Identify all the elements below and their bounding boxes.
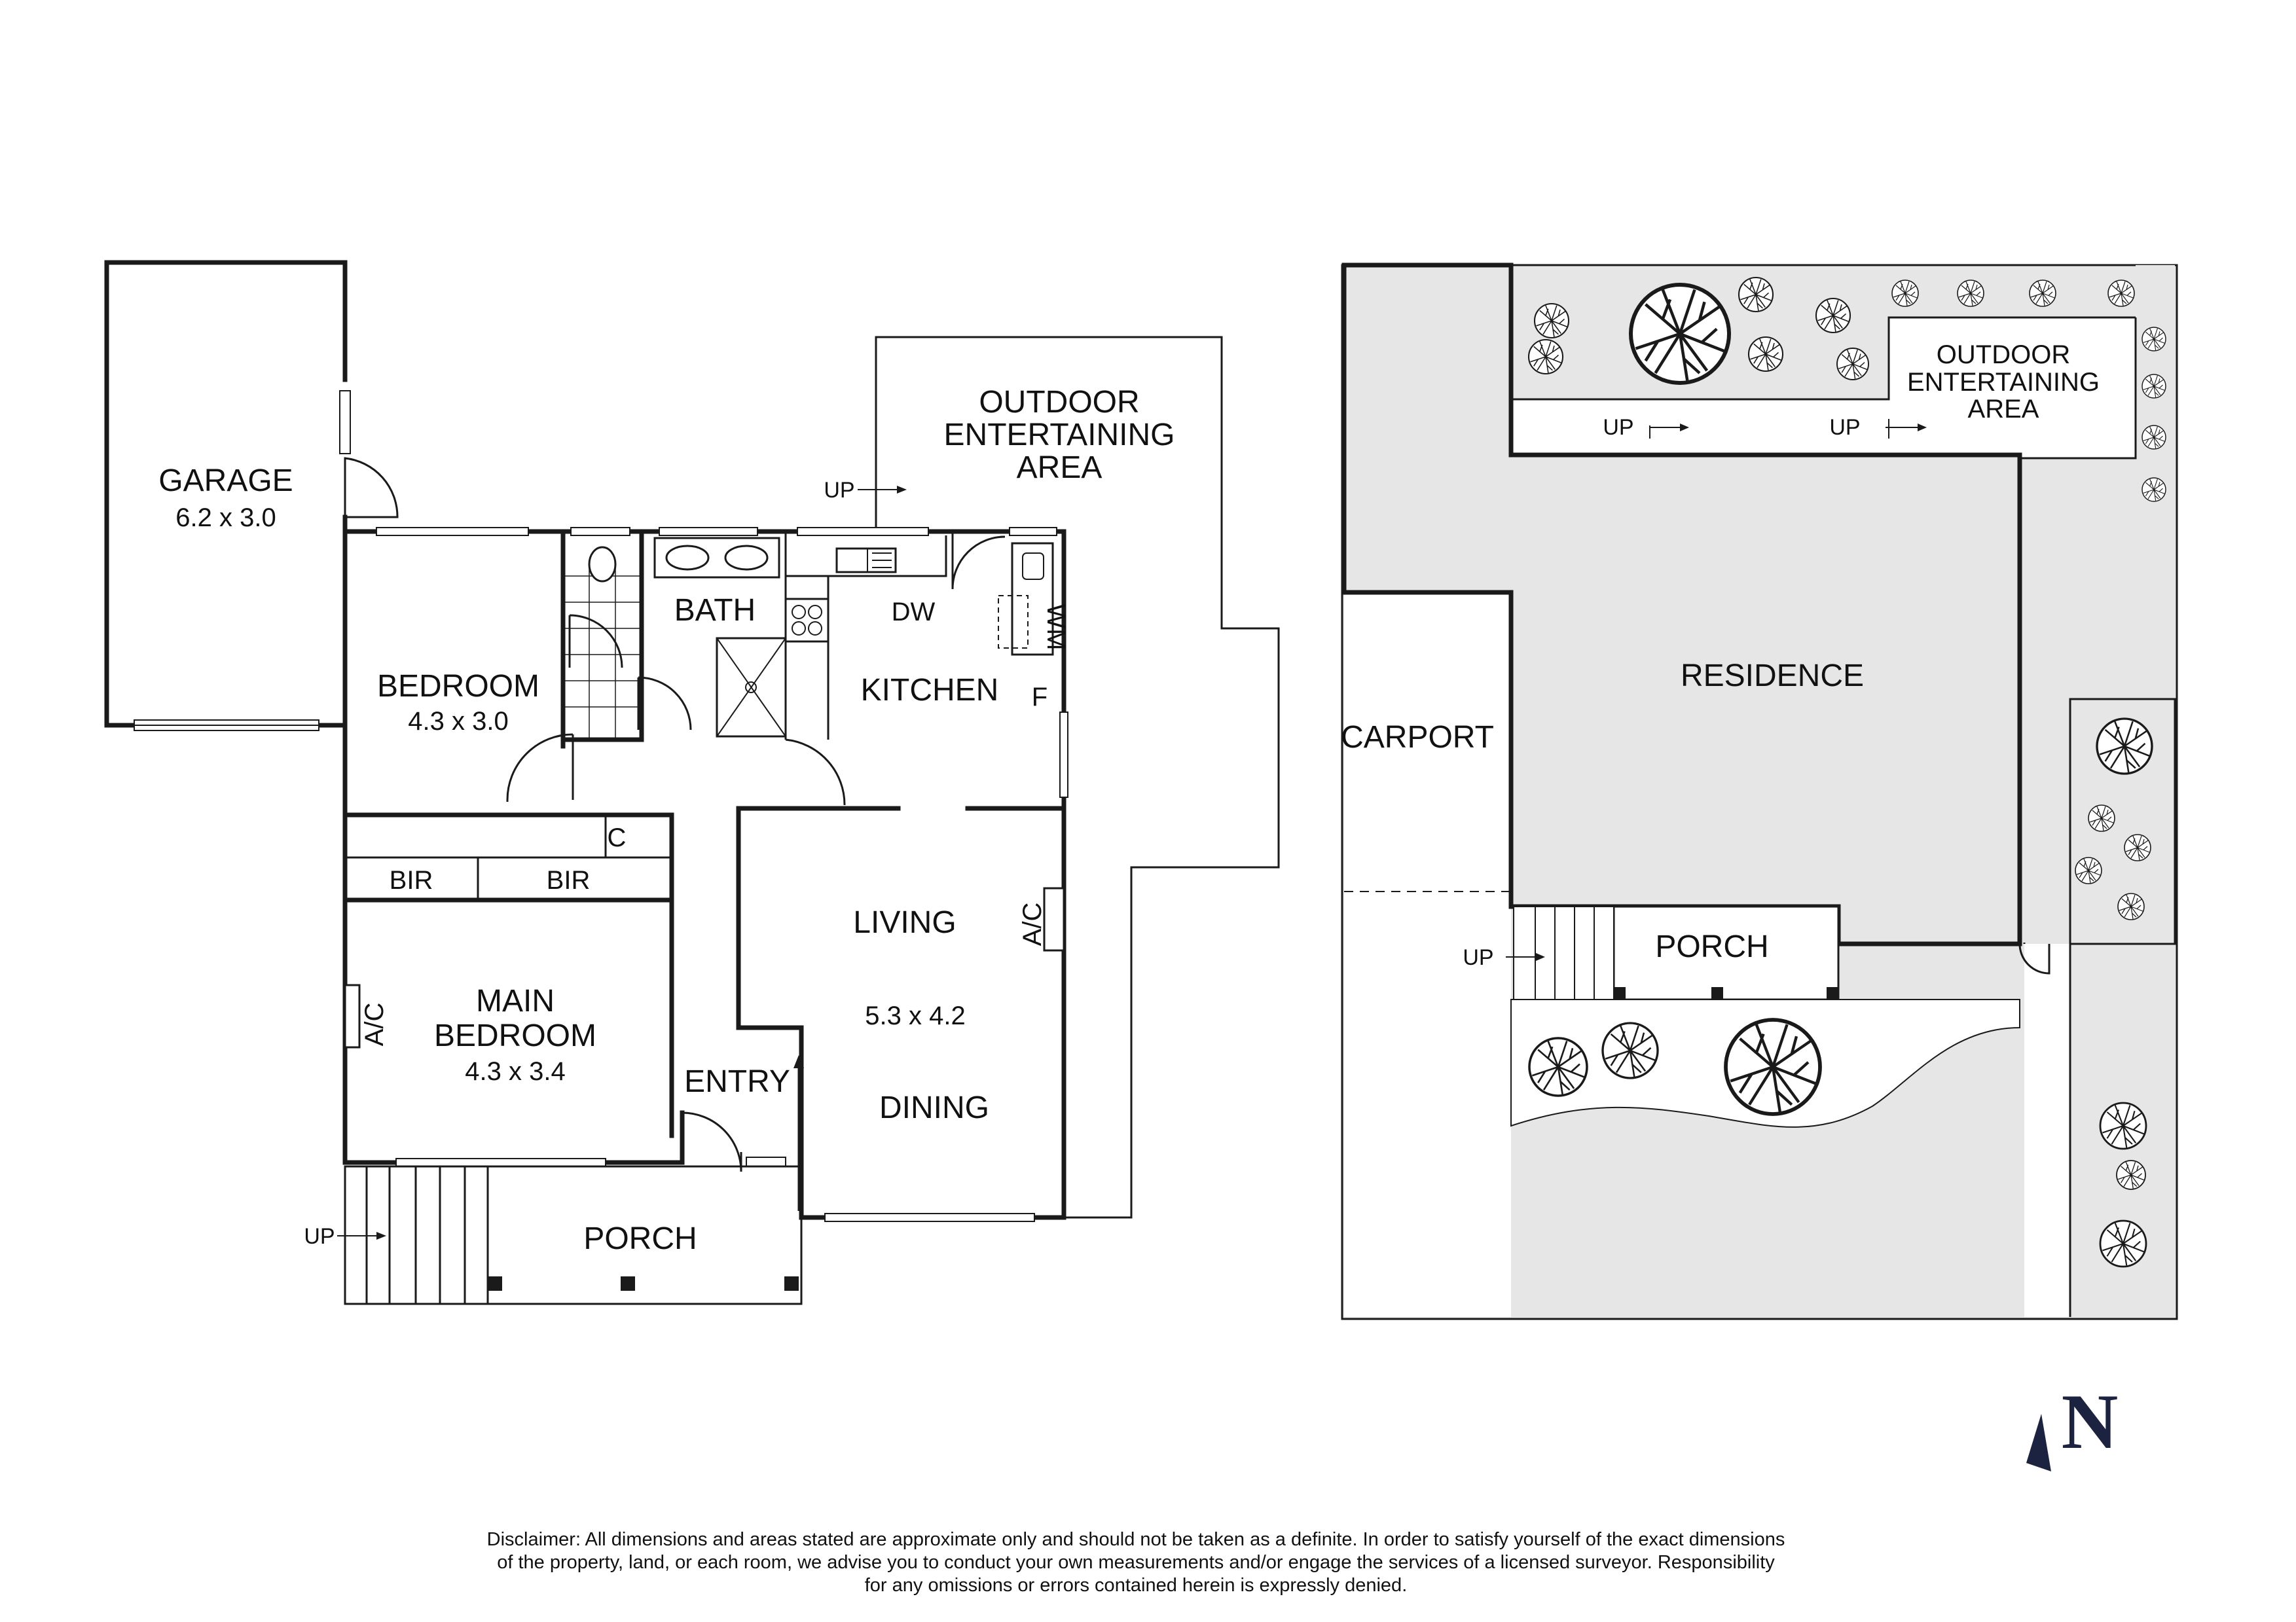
site-up-label-1: UP xyxy=(1603,415,1633,440)
dining-label: DINING xyxy=(879,1090,989,1125)
fridge-label: F xyxy=(1032,683,1048,712)
garage-size: 6.2 x 3.0 xyxy=(175,503,276,532)
outdoor-label-1: OUTDOOR xyxy=(979,385,1139,420)
porch-label: PORCH xyxy=(583,1221,697,1256)
disclaimer: Disclaimer: All dimensions and areas sta… xyxy=(367,1528,1905,1597)
site-porch-label: PORCH xyxy=(1655,929,1768,964)
garage-side-window xyxy=(339,390,351,454)
main-bedroom-size: 4.3 x 3.4 xyxy=(465,1057,565,1086)
residence-label: RESIDENCE xyxy=(1681,658,1864,693)
washing-machine-label: WM xyxy=(1042,604,1070,650)
ac-living-label: A/C xyxy=(1018,903,1047,946)
north-label: N xyxy=(2062,1378,2119,1465)
site-up-label-3: UP xyxy=(1463,945,1493,970)
bedroom-size: 4.3 x 3.0 xyxy=(408,707,508,736)
bath-label: BATH xyxy=(674,593,756,628)
bir-label-2: BIR xyxy=(547,866,591,895)
carport-area xyxy=(1344,592,1511,1317)
living-size: 5.3 x 4.2 xyxy=(865,1001,965,1030)
ac-main-label: A/C xyxy=(360,1003,389,1047)
garage-walls xyxy=(104,260,348,728)
porch-deck xyxy=(344,1165,803,1305)
up-label-porch: UP xyxy=(304,1224,335,1249)
site-plan: RESIDENCE CARPORT PORCH OUTDOOR ENTERTAI… xyxy=(1341,262,2178,1320)
north-arrow-icon: N xyxy=(2026,1378,2118,1471)
outdoor-label-2: ENTERTAINING xyxy=(944,418,1175,452)
bir-label-1: BIR xyxy=(390,866,433,895)
up-label-outdoor: UP xyxy=(824,478,854,503)
disclaimer-line-1: Disclaimer: All dimensions and areas sta… xyxy=(486,1529,1785,1550)
garage-label: GARAGE xyxy=(158,463,293,498)
site-outdoor-label-2: ENTERTAINING xyxy=(1907,368,2100,397)
outdoor-area-outline xyxy=(875,336,1280,1219)
disclaimer-line-3: for any omissions or errors contained he… xyxy=(864,1575,1408,1596)
side-path-upper xyxy=(2136,265,2175,317)
bedroom-label: BEDROOM xyxy=(377,669,539,704)
living-label: LIVING xyxy=(853,905,956,940)
entry-label: ENTRY xyxy=(684,1064,790,1099)
kitchen-label: KITCHEN xyxy=(861,673,999,708)
site-outdoor-label-1: OUTDOOR xyxy=(1937,340,2070,369)
cupboard-label: C xyxy=(608,823,627,852)
disclaimer-line-2: of the property, land, or each room, we … xyxy=(497,1552,1775,1573)
side-path xyxy=(2024,944,2070,1317)
floor-plan: GARAGE 6.2 x 3.0 BEDROOM 4.3 x 3.0 BATH … xyxy=(104,260,1280,1305)
site-outdoor-label-3: AREA xyxy=(1968,395,2039,424)
main-bedroom-label: MAIN xyxy=(476,984,555,1018)
carport-label: CARPORT xyxy=(1341,720,1494,755)
site-up-label-2: UP xyxy=(1829,415,1860,440)
outdoor-label-3: AREA xyxy=(1017,450,1102,485)
garage-door-swing xyxy=(344,457,399,518)
dishwasher-label: DW xyxy=(892,598,936,626)
main-bedroom-label-2: BEDROOM xyxy=(434,1018,596,1053)
